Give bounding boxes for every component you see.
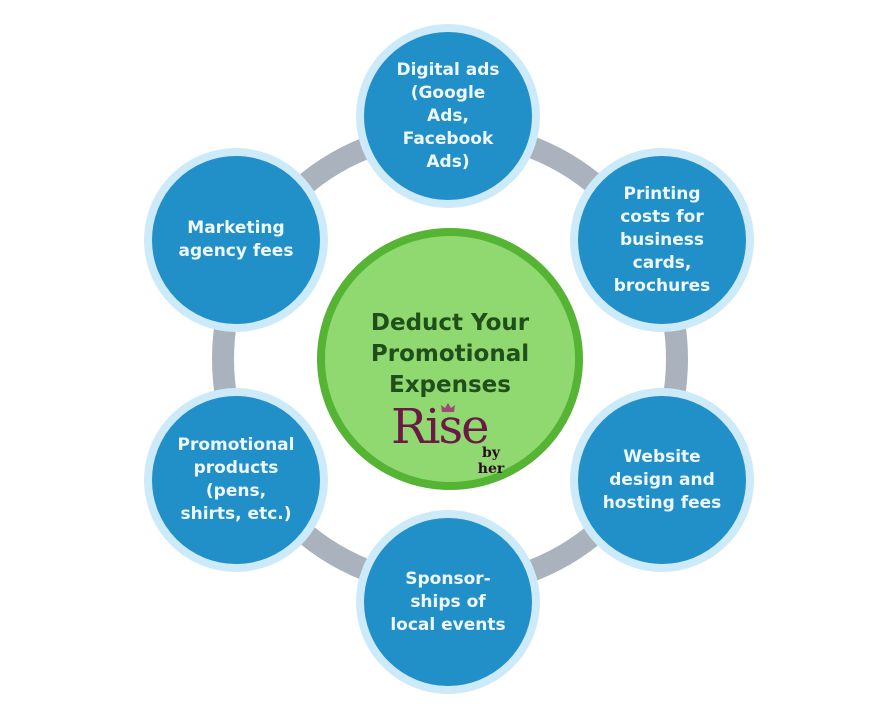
node-label: Promotional products (pens, shirts, etc.…: [177, 435, 295, 524]
center-title: Deduct Your Promotional Expenses: [370, 310, 530, 398]
node-label: Sponsor- ships of local events: [390, 568, 506, 635]
node-website-fees: Website design and hosting fees: [570, 388, 754, 572]
logo-word: Rise: [391, 399, 490, 455]
node-label: Website design and hosting fees: [602, 446, 722, 513]
node-label: Digital ads (Google Ads, Facebook Ads): [396, 59, 500, 172]
node-printing-costs: Printing costs for business cards, broch…: [570, 148, 754, 332]
center-hub: Deduct Your Promotional Expenses Rise by…: [317, 228, 583, 490]
node-promotional-products: Promotional products (pens, shirts, etc.…: [144, 388, 328, 572]
rise-logo: Rise by her: [385, 399, 515, 477]
node-label: Marketing agency fees: [178, 218, 294, 261]
node-sponsorships: Sponsor- ships of local events: [356, 510, 540, 694]
crown-icon: [441, 403, 455, 412]
logo-tagline: by her: [477, 445, 505, 477]
node-digital-ads: Digital ads (Google Ads, Facebook Ads): [356, 24, 540, 208]
node-marketing-agency: Marketing agency fees: [144, 148, 328, 332]
node-label: Printing costs for business cards, broch…: [613, 183, 711, 296]
